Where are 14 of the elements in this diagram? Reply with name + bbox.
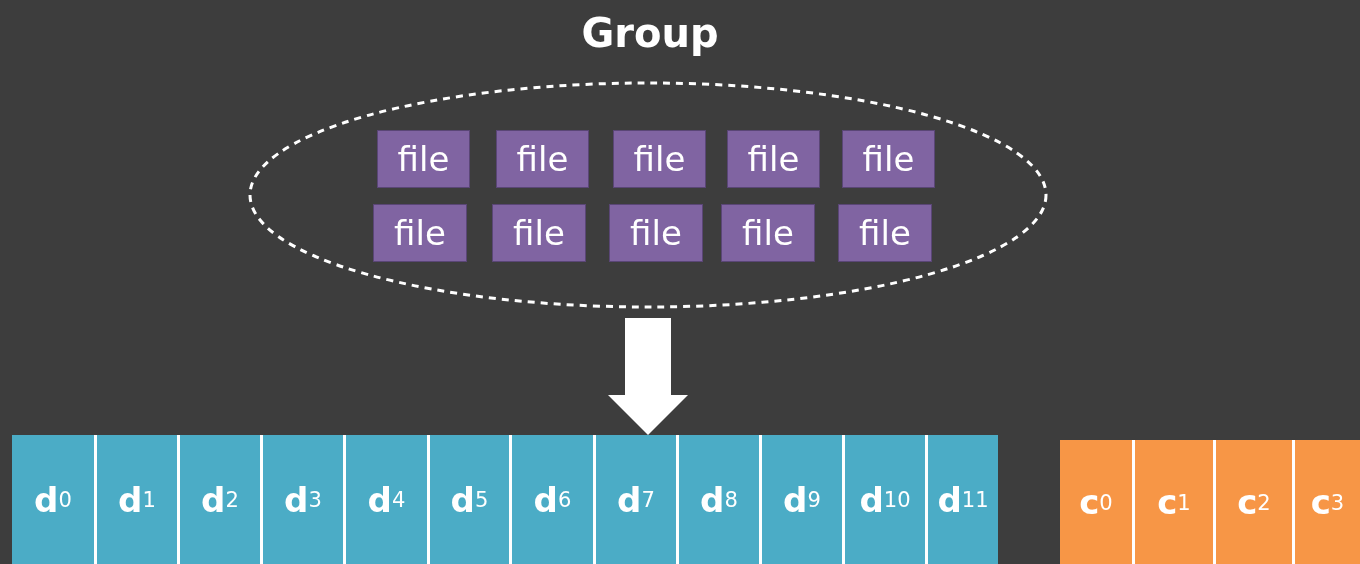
file-box: file xyxy=(496,130,589,188)
file-box: file xyxy=(377,130,470,188)
file-box: file xyxy=(842,130,935,188)
group-title: Group xyxy=(580,10,720,56)
block-row xyxy=(12,435,998,564)
file-box: file xyxy=(492,204,586,262)
block-row xyxy=(1060,440,1360,564)
file-box: file xyxy=(613,130,706,188)
file-box: file xyxy=(721,204,815,262)
file-box: file xyxy=(609,204,703,262)
file-box: file xyxy=(373,204,467,262)
file-box: file xyxy=(727,130,820,188)
block-arrow xyxy=(608,318,688,435)
file-box: file xyxy=(838,204,932,262)
